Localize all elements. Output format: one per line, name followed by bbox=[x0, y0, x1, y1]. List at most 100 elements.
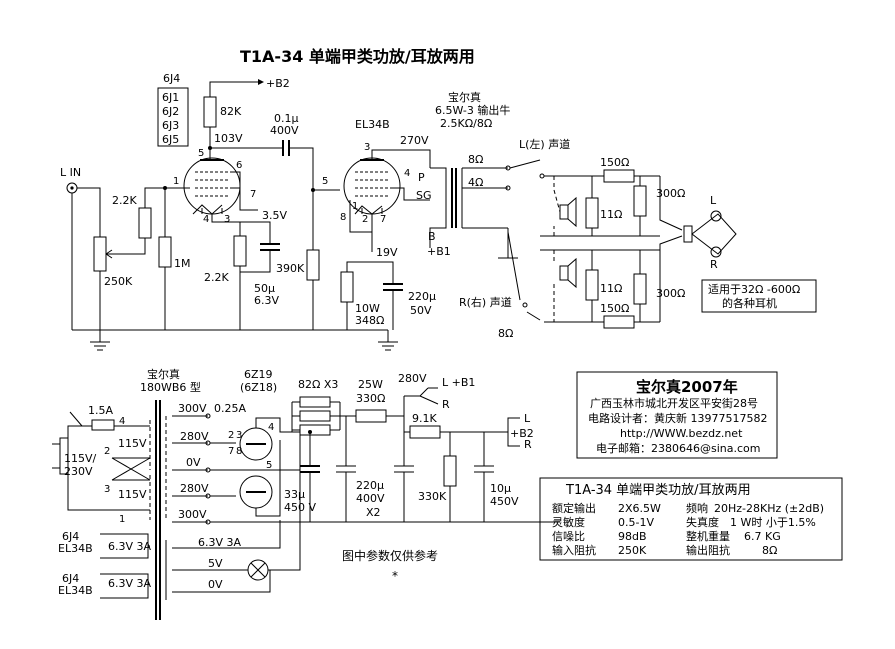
spec-value: 8Ω bbox=[762, 544, 777, 557]
output-cathode-resistor bbox=[340, 271, 354, 303]
spec-value: 2X6.5W bbox=[618, 502, 661, 515]
jack-l-label: L bbox=[710, 194, 717, 207]
power-switch bbox=[69, 411, 83, 427]
heater3-voltage: 6.3V 3A bbox=[198, 536, 242, 549]
spec-value: 6.7 KG bbox=[744, 530, 781, 543]
tube-list-item: 6J1 bbox=[162, 91, 179, 104]
spec-row: 灵敏度 0.5-1V 失真度 1 W时 小于1.5% bbox=[552, 515, 816, 529]
spec-key: 输入阻抗 bbox=[552, 543, 596, 557]
sec-0v-label: 0V bbox=[186, 456, 201, 469]
tap-8-label: 8Ω bbox=[468, 153, 483, 166]
company-address: 广西玉林市城北开发区平安街28号 bbox=[590, 396, 758, 410]
speaker-right bbox=[559, 265, 569, 281]
mains-input-label: 115V/ bbox=[64, 452, 97, 465]
filter-cap-33u bbox=[300, 465, 320, 473]
r-9k1-label: 9.1K bbox=[412, 412, 437, 425]
headphones-note-line2: 的各种耳机 bbox=[722, 296, 777, 310]
heater1-tube2: EL34B bbox=[58, 542, 93, 555]
spec-value: 250K bbox=[618, 544, 647, 557]
pin-label: 1 bbox=[352, 201, 358, 212]
grid-stopper-resistor bbox=[138, 207, 152, 239]
resistor-9k1 bbox=[409, 425, 441, 439]
cap-10u-label: 10μ bbox=[490, 482, 511, 495]
r-25w-label: 25W bbox=[358, 378, 383, 391]
tube-list-item: 6J3 bbox=[162, 119, 179, 132]
sec-300-label: 300V bbox=[178, 402, 207, 415]
psu-brand: 宝尔真 bbox=[147, 367, 180, 381]
cap-33u-label: 33μ bbox=[284, 488, 305, 501]
spec-key: 灵敏度 bbox=[552, 515, 585, 529]
spec-value: 98dB bbox=[618, 530, 647, 543]
v-270-label: 270V bbox=[400, 134, 429, 147]
spec-value: 20Hz-28KHz (±2dB) bbox=[714, 502, 824, 515]
b1-left-label: L +B1 bbox=[442, 376, 475, 389]
company-email: 电子邮箱：2380646@sina.com bbox=[596, 441, 760, 455]
cap-10u-voltage: 450V bbox=[490, 495, 519, 508]
sg-label: SG bbox=[416, 189, 432, 202]
cap-33u-voltage: 450 V bbox=[284, 501, 316, 514]
v-280-out-label: 280V bbox=[398, 372, 427, 385]
pin-label: 2 bbox=[104, 446, 110, 457]
diagram-title: T1A-34 单端甲类功放/耳放两用 bbox=[240, 47, 475, 66]
company-web: http://WWW.bezdz.net bbox=[620, 427, 743, 440]
company-box bbox=[576, 371, 778, 459]
cap-x2-label: X2 bbox=[366, 506, 381, 519]
headphones-note-line1: 适用于32Ω -600Ω bbox=[708, 283, 800, 296]
spec-row: 额定输出 2X6.5W 频响 20Hz-28KHz (±2dB) bbox=[552, 501, 824, 515]
spec-value: 1 W时 小于1.5% bbox=[730, 516, 816, 529]
pilot-lamp bbox=[247, 559, 269, 581]
pin-label: 2 bbox=[228, 430, 234, 441]
pin-label: 2 bbox=[362, 214, 368, 225]
r-11-bottom-label: 11Ω bbox=[600, 282, 622, 295]
grid-leak-resistor bbox=[158, 236, 172, 268]
cathode-resistor bbox=[233, 235, 247, 267]
cap-220u-psu-label: 220μ bbox=[356, 479, 384, 492]
b2-l-label: L bbox=[524, 412, 531, 425]
resistor-150-bottom bbox=[603, 315, 635, 329]
pin-label: 4 bbox=[119, 416, 125, 427]
parameters-note: 图中参数仅供参考 bbox=[342, 548, 438, 563]
r-1m-label: 1M bbox=[174, 257, 191, 270]
spec-key: 信噪比 bbox=[552, 530, 585, 543]
company-designer: 电路设计者：黄庆新 13977517582 bbox=[588, 411, 767, 425]
headphone-jack bbox=[683, 225, 693, 243]
pin-label: 1 bbox=[173, 176, 179, 187]
b2-psu-label: +B2 bbox=[510, 427, 534, 440]
grid-resistor-390k bbox=[306, 249, 320, 281]
resistor-330-25w bbox=[355, 409, 387, 423]
cap-coupling-voltage: 400V bbox=[270, 124, 299, 137]
pin-label: 4 bbox=[268, 422, 274, 433]
r-82x3-label: 82Ω X3 bbox=[298, 378, 338, 391]
transformer-impedance: 2.5KΩ/8Ω bbox=[440, 117, 492, 130]
heater2-tube2: EL34B bbox=[58, 584, 93, 597]
cap-50u-voltage: 6.3V bbox=[254, 294, 279, 307]
spec-key: 频响 bbox=[686, 501, 708, 515]
r-330k-label: 330K bbox=[418, 490, 447, 503]
pin-label: 8 bbox=[340, 212, 346, 223]
spec-title: T1A-34 单端甲类功放/耳放两用 bbox=[565, 483, 751, 498]
v5-label: 5V bbox=[208, 557, 223, 570]
resistor-82-2 bbox=[299, 410, 331, 422]
pin-label: 5 bbox=[266, 460, 272, 471]
spec-key: 额定输出 bbox=[552, 501, 596, 515]
heater1-tube: 6J4 bbox=[62, 530, 79, 543]
cap-220u-label: 220μ bbox=[408, 290, 436, 303]
output-cathode-capacitor bbox=[383, 283, 403, 291]
resistor-300-top bbox=[633, 185, 647, 217]
r-300-bottom-label: 300Ω bbox=[656, 287, 685, 300]
pin-label: 8 bbox=[236, 446, 242, 457]
r-grid-label: 2.2K bbox=[112, 194, 137, 207]
pin-label: 3 bbox=[104, 484, 110, 495]
r-348-label: 348Ω bbox=[355, 314, 384, 327]
fuse-label: 1.5A bbox=[88, 404, 113, 417]
driver-tube bbox=[183, 157, 241, 215]
cap-coupling-label: 0.1μ bbox=[274, 112, 299, 125]
pin-label: 7 bbox=[228, 446, 234, 457]
resistor-150-top bbox=[603, 169, 635, 183]
r-390k-label: 390K bbox=[276, 262, 305, 275]
spec-key: 失真度 bbox=[686, 515, 719, 529]
rectifier-label: 6Z19 bbox=[244, 368, 273, 381]
mains-input-label2: 230V bbox=[64, 465, 93, 478]
